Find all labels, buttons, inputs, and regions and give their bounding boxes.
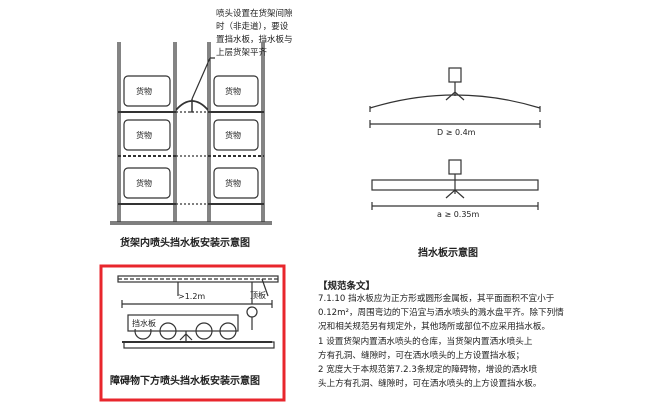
- box-label: 货物: [136, 87, 152, 96]
- callout-line: 上层货架平齐: [216, 48, 268, 58]
- ceiling-label: 顶板: [250, 291, 266, 300]
- spec-line: 况和相关规范另有规定外，其他场所或部位不应采用挡水板。: [318, 322, 551, 333]
- spec-block: 【规范条文】 7.1.10 挡水板应为正方形或圆形金属板，其平面面积不宜小于 0…: [318, 278, 644, 391]
- box-label: 货物: [225, 87, 241, 96]
- dim-diameter: D ≥ 0.4m: [437, 128, 476, 137]
- callout-note: 喷头设置在货架间隙 时（非走道），要设 置挡水板，挡水板与 上层货架平齐: [216, 8, 293, 60]
- caption-rack: 货架内喷头挡水板安装示意图: [120, 238, 250, 249]
- spec-line: 7.1.10 挡水板应为正方形或圆形金属板，其平面面积不宜小于: [318, 294, 555, 304]
- spec-line: 头上方有孔洞、缝隙时，可在洒水喷头的上方设置挡水板。: [318, 379, 542, 390]
- callout-line: 置挡水板，挡水板与: [216, 35, 293, 45]
- spec-line: 方有孔洞、缝隙时，可在洒水喷头的上方设置挡水板；: [318, 350, 525, 361]
- spec-line: 1 设置货架内置洒水喷头的仓库，当货架内置洒水喷头上: [318, 336, 533, 347]
- board-label: 挡水板: [132, 318, 156, 329]
- box-label: 货物: [225, 179, 241, 188]
- highlight-frame: [99, 264, 286, 402]
- spec-title: 【规范条文】: [318, 281, 376, 292]
- callout-line: 时（非走道），要设: [216, 22, 289, 32]
- caption-obstruction: 障碍物下方喷头挡水板安装示意图: [110, 376, 260, 387]
- dim-obstruction: >1.2m: [178, 292, 206, 301]
- obstruction-elevation: [117, 275, 279, 349]
- rack-elevation: [117, 42, 265, 222]
- box-label: 货物: [225, 131, 241, 140]
- baffle-sketch-domed: [369, 67, 541, 128]
- box-label: 货物: [136, 131, 152, 140]
- box-label: 货物: [136, 179, 152, 188]
- dim-width: a ≥ 0.35m: [437, 210, 480, 219]
- spec-line: 2 宽度大于本规范第7.2.3条规定的障碍物，增设的洒水喷: [318, 365, 538, 376]
- baffle-sketch-flat: [371, 159, 539, 210]
- spec-line: 0.12m²，周围弯边的下沿宜与洒水喷头的溅水盘平齐。除下列情: [318, 308, 564, 319]
- callout-line: 喷头设置在货架间隙: [216, 9, 293, 19]
- caption-baffle: 挡水板示意图: [418, 248, 478, 259]
